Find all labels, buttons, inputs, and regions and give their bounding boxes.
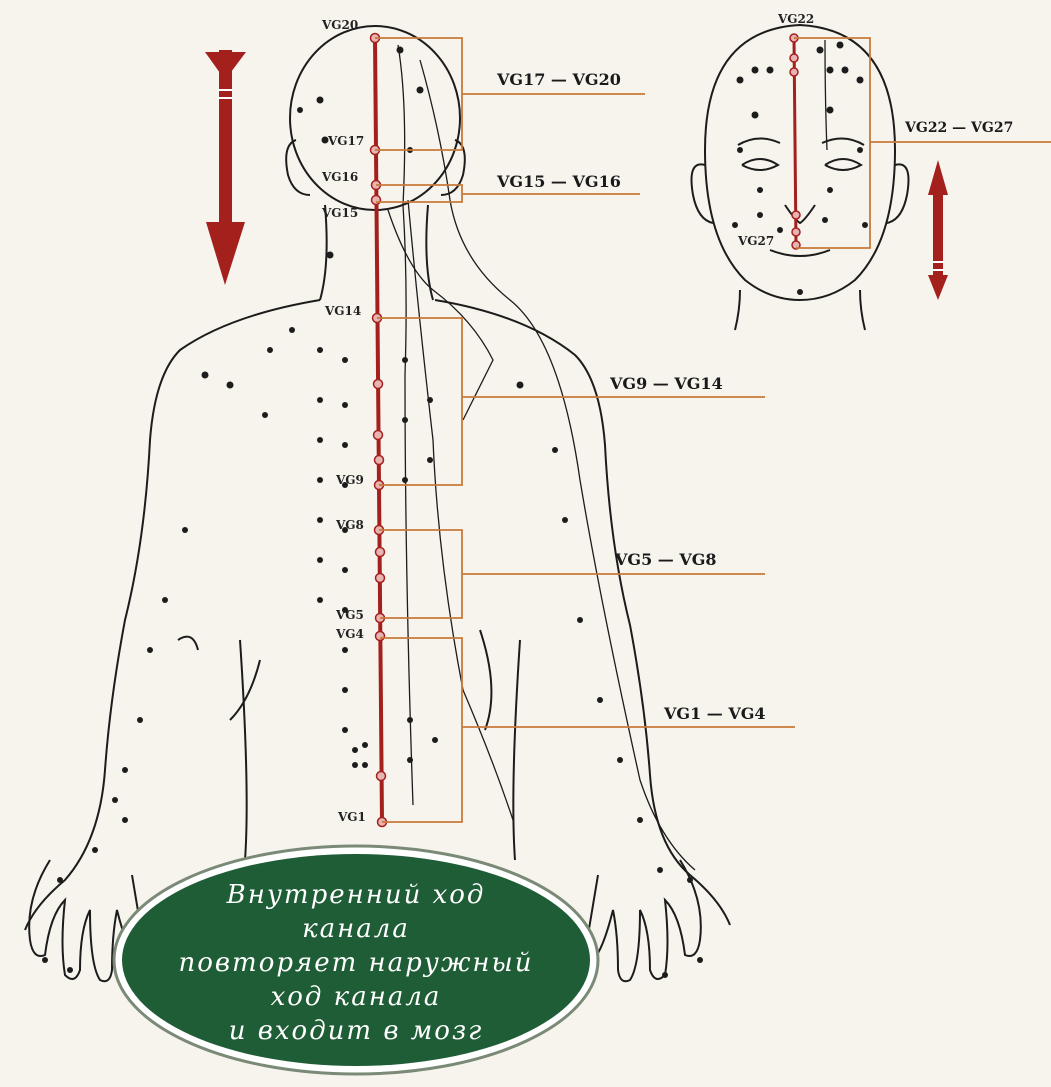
left-ear [286, 140, 310, 195]
arrow-down-icon [205, 50, 246, 285]
point-label-vg16: VG16 [322, 170, 358, 184]
face-outline [705, 25, 895, 300]
face-left-eye [742, 159, 778, 170]
face-left-ear [692, 164, 714, 223]
scapula-right [480, 630, 491, 730]
point-label-vg22: VG22 [778, 12, 814, 26]
arrow-up-icon [928, 160, 948, 300]
bracket-vg1-vg4 [380, 638, 795, 822]
point-label-vg1: VG1 [338, 810, 366, 824]
point-label-vg4: VG4 [336, 627, 364, 641]
range-label-vg9-vg14: VG9 — VG14 [610, 374, 723, 393]
bracket-vg9-vg14 [377, 318, 765, 485]
range-label-vg1-vg4: VG1 — VG4 [664, 704, 766, 723]
note-line: канала [302, 912, 410, 946]
note-line: и входит в мозг [229, 1014, 484, 1048]
point-label-vg14: VG14 [325, 304, 361, 318]
range-label-vg5-vg8: VG5 — VG8 [615, 550, 717, 569]
range-label-vg22-vg27: VG22 — VG27 [905, 120, 1013, 136]
face-right-eye [825, 159, 861, 170]
point-label-vg17: VG17 [328, 134, 364, 148]
meridian-lines [388, 40, 827, 870]
point-label-vg5: VG5 [336, 608, 364, 622]
note-line: ход канала [271, 980, 442, 1014]
range-label-vg15-vg16: VG15 — VG16 [497, 172, 621, 191]
scapula-left [178, 637, 260, 720]
point-label-vg20: VG20 [322, 18, 358, 32]
right-hand [586, 860, 701, 981]
point-label-vg9: VG9 [336, 473, 364, 487]
face-left-brow [738, 138, 780, 145]
acupoint-dots [42, 42, 868, 979]
range-label-vg17-vg20: VG17 — VG20 [497, 70, 621, 89]
point-label-vg15: VG15 [322, 206, 358, 220]
face-neck [735, 290, 865, 330]
note-line: Внутренний ход [227, 878, 486, 912]
point-label-vg8: VG8 [336, 518, 364, 532]
point-label-vg27: VG27 [738, 234, 774, 248]
face-mouth [770, 250, 830, 256]
note-text: Внутренний ход канала повторяет наружный… [122, 858, 590, 1068]
face-right-ear [887, 164, 909, 223]
note-line: повторяет наружный [179, 946, 534, 980]
bracket-vg5-vg8 [379, 530, 765, 618]
bracket-vg17-vg20 [375, 38, 645, 150]
face-figure [692, 25, 909, 330]
face-right-brow [822, 138, 864, 145]
